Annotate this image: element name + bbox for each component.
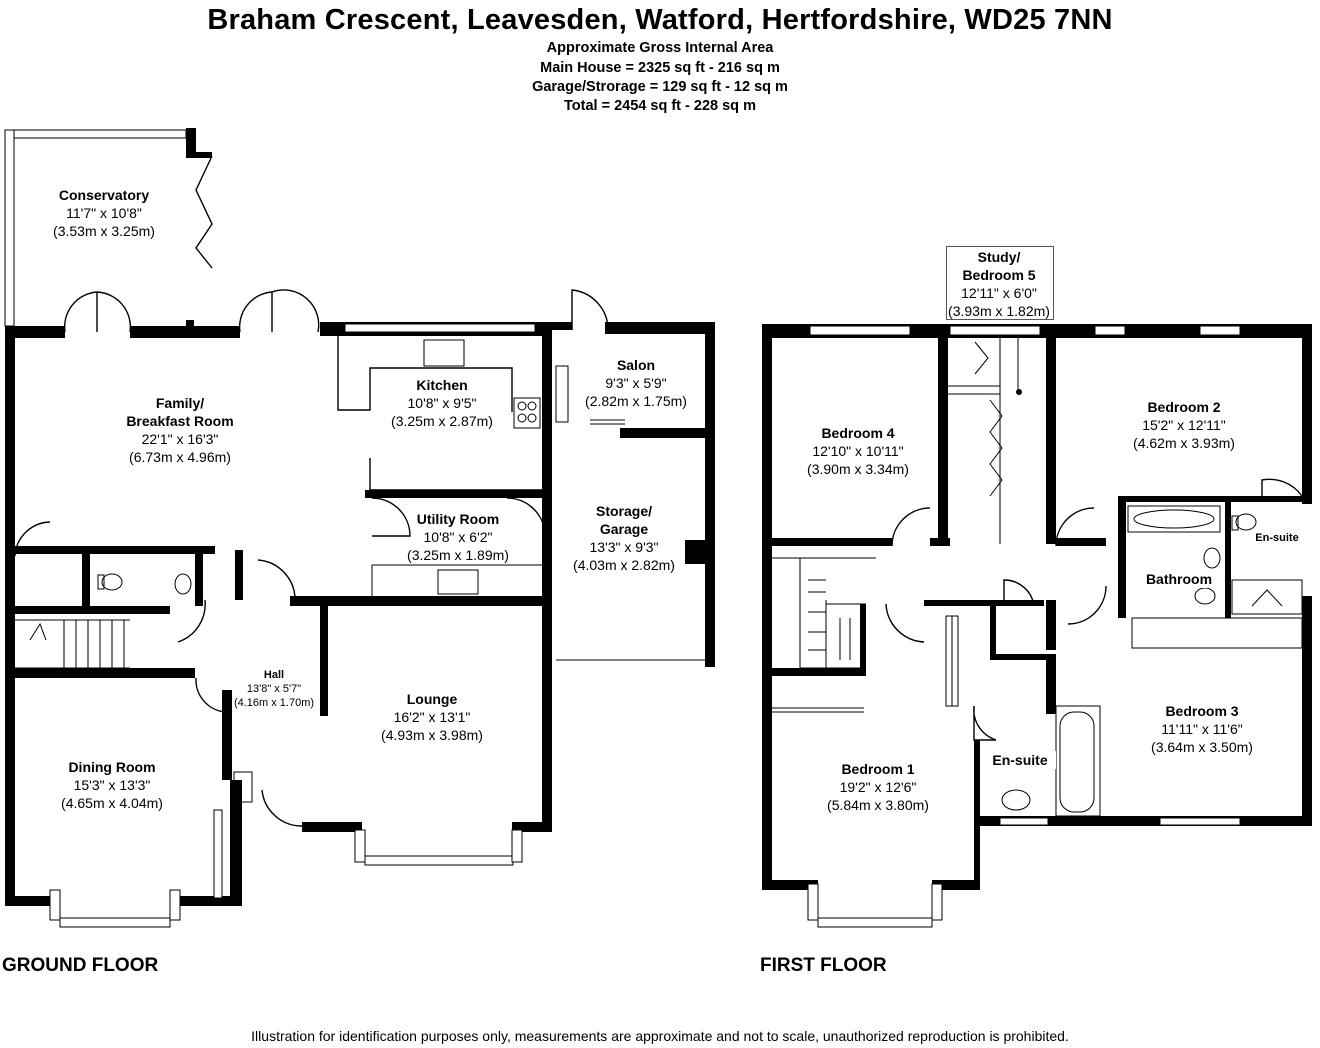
room-name: Bedroom 2 [1147, 399, 1221, 415]
room-imperial: 13'3" x 9'3" [589, 539, 659, 555]
room-kitchen: Kitchen 10'8" x 9'5" (3.25m x 2.87m) [376, 376, 508, 430]
room-family-breakfast: Family/ Breakfast Room 22'1" x 16'3" (6.… [100, 394, 260, 466]
room-ensuite-bedroom2: En-suite [1250, 531, 1304, 545]
ground-stairs [15, 619, 130, 669]
garage-area: Garage/Strorage = 129 sq ft - 12 sq m [532, 79, 788, 95]
room-metric: (3.53m x 3.25m) [53, 223, 155, 239]
room-metric: (4.62m x 3.93m) [1133, 435, 1235, 451]
room-metric: (3.25m x 2.87m) [391, 413, 493, 429]
room-name: Family/ [155, 395, 205, 411]
room-utility: Utility Room 10'8" x 6'2" (3.25m x 1.89m… [392, 510, 524, 564]
room-name: Utility Room [416, 511, 500, 527]
room-imperial: 13'8" x 5'7" [246, 683, 302, 695]
room-imperial: 16'2" x 13'1" [393, 709, 471, 725]
room-name: Storage/ [595, 503, 652, 519]
room-imperial: 11'7" x 10'8" [66, 205, 142, 221]
room-dining: Dining Room 15'3" x 13'3" (4.65m x 4.04m… [46, 758, 178, 812]
room-bedroom-4: Bedroom 4 12'10" x 10'11" (3.90m x 3.34m… [790, 424, 926, 478]
room-study-bedroom5: Study/ Bedroom 5 12'11" x 6'0" (3.93m x … [946, 248, 1052, 320]
room-name: En-suite [1255, 532, 1299, 544]
conservatory-top-glazing [13, 129, 187, 139]
first-floor-walls [762, 324, 1312, 928]
first-floor-label: FIRST FLOOR [760, 955, 887, 976]
room-storage-garage: Storage/ Garage 13'3" x 9'3" (4.03m x 2.… [560, 502, 688, 574]
room-imperial: 10'8" x 6'2" [423, 529, 493, 545]
room-metric: (6.73m x 4.96m) [129, 449, 231, 465]
room-name: En-suite [992, 752, 1048, 768]
room-name: Dining Room [68, 759, 156, 775]
disclaimer: Illustration for identification purposes… [251, 1028, 1069, 1044]
room-name: Conservatory [58, 187, 150, 203]
room-name: Bedroom 1 [841, 761, 915, 777]
ground-floor-label: GROUND FLOOR [2, 955, 159, 976]
room-imperial: 19'2" x 12'6" [839, 779, 917, 795]
room-metric: (3.93m x 1.82m) [948, 303, 1050, 319]
room-bathroom: Bathroom [1136, 570, 1222, 588]
room-imperial: 12'10" x 10'11" [812, 443, 904, 459]
room-conservatory: Conservatory 11'7" x 10'8" (3.53m x 3.25… [34, 186, 174, 240]
room-name: Bedroom 3 [1165, 703, 1239, 719]
room-metric: (3.90m x 3.34m) [807, 461, 909, 477]
total-area: Total = 2454 sq ft - 228 sq m [564, 98, 756, 114]
room-bedroom-3: Bedroom 3 11'11" x 11'6" (3.64m x 3.50m) [1132, 702, 1272, 756]
room-bedroom-2: Bedroom 2 15'2" x 12'11" (4.62m x 3.93m) [1116, 398, 1252, 452]
room-name: Lounge [406, 691, 458, 707]
room-metric: (4.16m x 1.70m) [233, 697, 315, 709]
room-imperial: 22'1" x 16'3" [141, 431, 219, 447]
room-imperial: 11'11" x 11'6" [1161, 721, 1243, 737]
room-hall: Hall 13'8" x 5'7" (4.16m x 1.70m) [222, 668, 326, 710]
room-ensuite-bedroom1: En-suite [984, 751, 1056, 769]
room-metric: (5.84m x 3.80m) [827, 797, 929, 813]
room-imperial: 15'3" x 13'3" [73, 777, 151, 793]
room-name-line2: Garage [599, 521, 649, 537]
room-name-line2: Breakfast Room [126, 413, 234, 429]
room-salon: Salon 9'3" x 5'9" (2.82m x 1.75m) [572, 356, 700, 410]
room-bedroom-1: Bedroom 1 19'2" x 12'6" (5.84m x 3.80m) [808, 760, 948, 814]
room-metric: (4.93m x 3.98m) [381, 727, 483, 743]
room-name: Kitchen [416, 377, 468, 393]
ground-floor-walls [4, 128, 715, 928]
room-name: Study/ [977, 249, 1021, 265]
room-metric: (3.25m x 1.89m) [407, 547, 509, 563]
room-imperial: 9'3" x 5'9" [605, 375, 667, 391]
room-name-line2: Bedroom 5 [962, 267, 1036, 283]
conservatory-left-glazing [4, 129, 15, 327]
room-metric: (3.64m x 3.50m) [1151, 739, 1253, 755]
plan-title: Braham Crescent, Leavesden, Watford, Her… [207, 4, 1113, 36]
room-name: Salon [616, 357, 656, 373]
room-imperial: 12'11" x 6'0" [961, 285, 1037, 301]
room-name: Hall [263, 669, 285, 681]
room-imperial: 15'2" x 12'11" [1142, 417, 1226, 433]
area-heading: Approximate Gross Internal Area [546, 40, 774, 56]
room-name: Bedroom 4 [821, 425, 895, 441]
room-imperial: 10'8" x 9'5" [407, 395, 477, 411]
room-name: Bathroom [1145, 571, 1213, 587]
room-metric: (2.82m x 1.75m) [585, 393, 687, 409]
main-house-area: Main House = 2325 sq ft - 216 sq m [540, 60, 780, 76]
room-metric: (4.03m x 2.82m) [573, 557, 675, 573]
room-metric: (4.65m x 4.04m) [61, 795, 163, 811]
study-label-box [946, 246, 1054, 320]
room-lounge: Lounge 16'2" x 13'1" (4.93m x 3.98m) [366, 690, 498, 744]
